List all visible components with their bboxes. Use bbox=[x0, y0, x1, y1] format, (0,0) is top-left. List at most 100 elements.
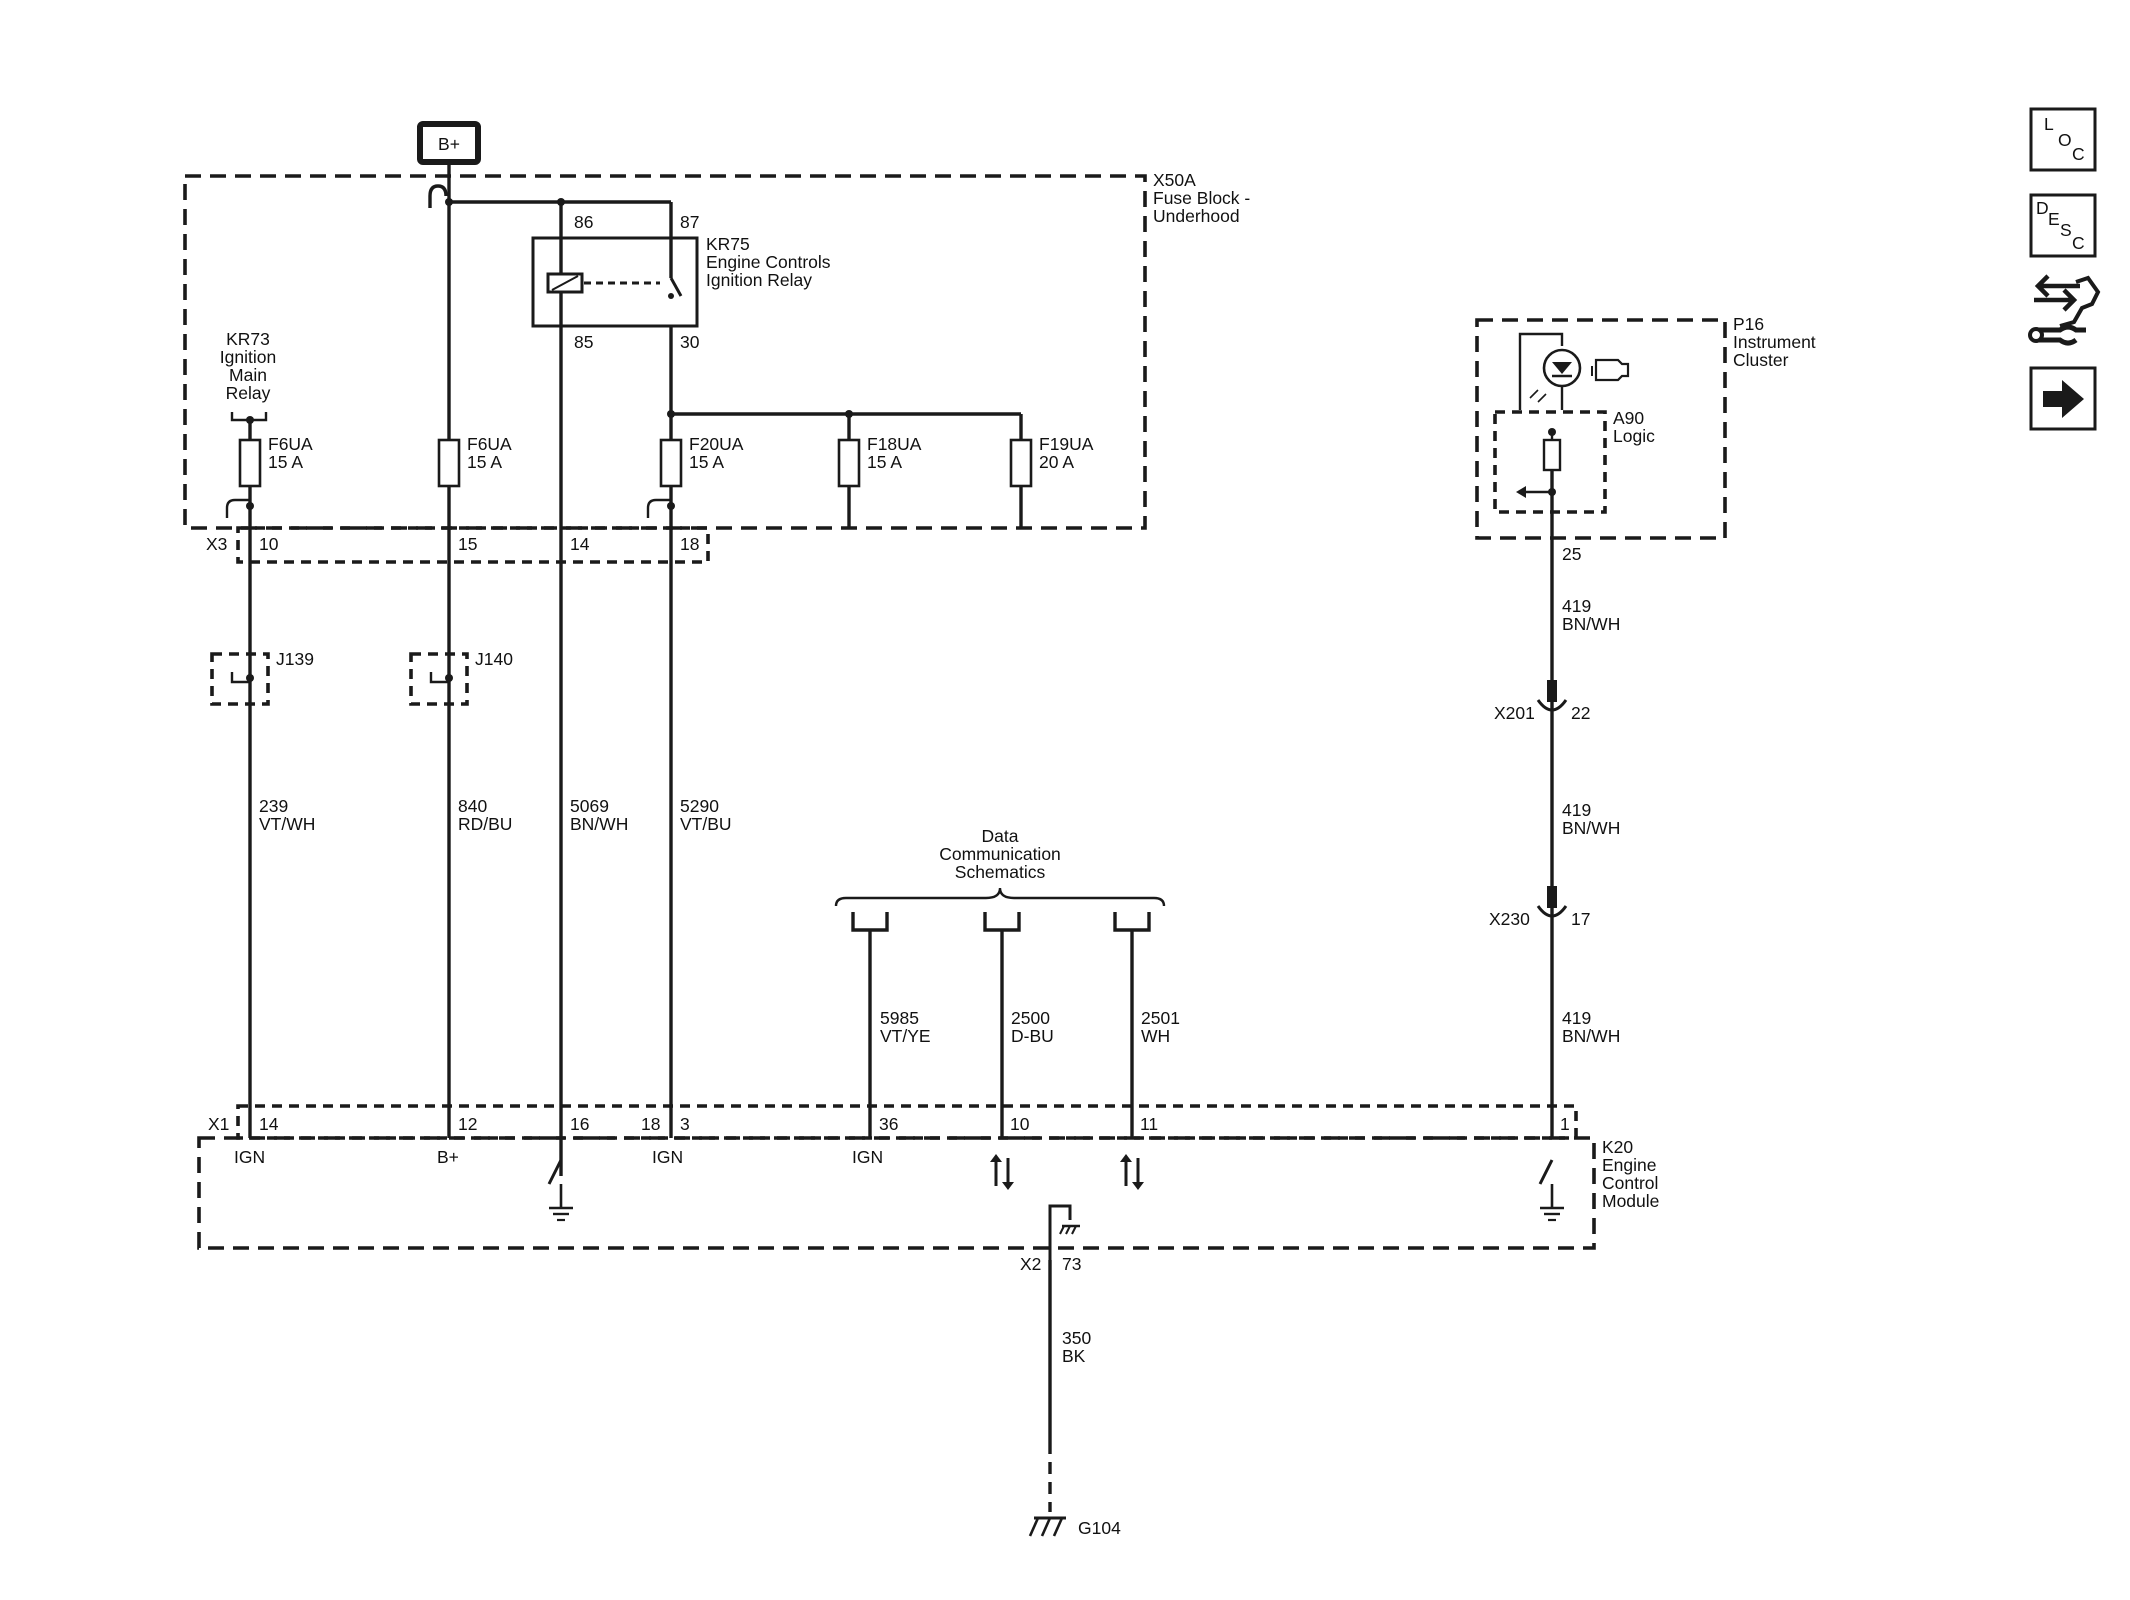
relay-kr75-id: KR75 bbox=[706, 234, 750, 254]
check-engine-lamp-icon bbox=[1529, 348, 1630, 410]
connector-pin: 17 bbox=[1571, 909, 1590, 929]
svg-text:S: S bbox=[2060, 220, 2072, 240]
instrument-cluster-outline bbox=[1475, 318, 1727, 540]
relay-kr75-name-2: Ignition Relay bbox=[706, 270, 812, 290]
connector-x1-outline bbox=[236, 1104, 1578, 1140]
splice-j140 bbox=[409, 652, 469, 706]
logic-module-outline bbox=[1493, 410, 1607, 514]
fuse-rating: 15 A bbox=[268, 452, 303, 472]
connector-pin: 22 bbox=[1571, 703, 1590, 723]
svg-text:L: L bbox=[2044, 114, 2054, 134]
wire-circuit: 2500 bbox=[1011, 1008, 1050, 1028]
data-comm-label: Data bbox=[982, 826, 1019, 846]
wire-circuit: 419 bbox=[1562, 1008, 1591, 1028]
fuse-rating: 15 A bbox=[867, 452, 902, 472]
connector-x1-id: X1 bbox=[208, 1114, 229, 1134]
fuse-block-id: X50A bbox=[1153, 170, 1196, 190]
ecm-name-2: Control bbox=[1602, 1173, 1658, 1193]
fuse-block-name: Fuse Block - bbox=[1153, 188, 1250, 208]
connector-pin: 10 bbox=[259, 534, 279, 554]
location-view-button[interactable]: L O C bbox=[2029, 107, 2097, 172]
fuse-f6ua-1 bbox=[238, 438, 262, 488]
wire-circuit: 419 bbox=[1562, 596, 1591, 616]
connector-x2-id: X2 bbox=[1020, 1254, 1041, 1274]
wire-circuit: 350 bbox=[1062, 1328, 1091, 1348]
wire-circuit: 2501 bbox=[1141, 1008, 1180, 1028]
inline-connector-x201 bbox=[1536, 680, 1568, 712]
wire-color: RD/BU bbox=[458, 814, 512, 834]
relay-kr73-name-3: Relay bbox=[226, 383, 271, 403]
fuse-rating: 15 A bbox=[467, 452, 502, 472]
connector-pin: 10 bbox=[1010, 1114, 1030, 1134]
ground-g104-label: G104 bbox=[1078, 1518, 1121, 1538]
svg-text:B+: B+ bbox=[438, 134, 460, 154]
wire-circuit: 5069 bbox=[570, 796, 609, 816]
connector-pin: 14 bbox=[570, 534, 590, 554]
wire-circuit: 5290 bbox=[680, 796, 719, 816]
relay-kr73-name-2: Main bbox=[229, 365, 267, 385]
ecm-name-3: Module bbox=[1602, 1191, 1659, 1211]
splice-j140-label: J140 bbox=[475, 649, 513, 669]
ecm-low-side-driver bbox=[547, 1159, 573, 1222]
wire-circuit: 5985 bbox=[880, 1008, 919, 1028]
cluster-name-2: Cluster bbox=[1733, 350, 1789, 370]
wire-color: VT/WH bbox=[259, 814, 315, 834]
fuse-block-name-2: Underhood bbox=[1153, 206, 1240, 226]
connector-x3-id: X3 bbox=[206, 534, 227, 554]
fuse-rating: 15 A bbox=[689, 452, 724, 472]
relay-kr73-name: Ignition bbox=[220, 347, 276, 367]
svg-text:C: C bbox=[2072, 233, 2085, 253]
svg-text:D: D bbox=[2036, 198, 2049, 218]
next-page-button[interactable] bbox=[2029, 366, 2097, 431]
arrow-right-icon bbox=[2043, 380, 2084, 418]
fuse-f18ua bbox=[837, 438, 861, 488]
relay-kr75-name: Engine Controls bbox=[706, 252, 831, 272]
fuse-label: F6UA bbox=[467, 434, 512, 454]
wire-color: BN/WH bbox=[570, 814, 628, 834]
ground-g104-icon bbox=[1028, 1516, 1066, 1537]
wire-color: D-BU bbox=[1011, 1026, 1054, 1046]
wire-color: VT/YE bbox=[880, 1026, 931, 1046]
fuse-label: F6UA bbox=[268, 434, 313, 454]
fuse-rating: 20 A bbox=[1039, 452, 1074, 472]
svg-text:O: O bbox=[2058, 130, 2072, 150]
fuse-f20ua bbox=[659, 438, 683, 488]
wire-color: BK bbox=[1062, 1346, 1086, 1366]
connector-pin: 18 bbox=[680, 534, 699, 554]
connector-pin: 15 bbox=[458, 534, 477, 554]
ecm-input-label: IGN bbox=[852, 1147, 883, 1167]
connector-pin: 73 bbox=[1062, 1254, 1081, 1274]
wire-circuit: 419 bbox=[1562, 800, 1591, 820]
ecm-input-label: IGN bbox=[234, 1147, 265, 1167]
connector-pin: 1 bbox=[1560, 1114, 1570, 1134]
connector-pin: 14 bbox=[259, 1114, 279, 1134]
connector-pin: 16 bbox=[570, 1114, 589, 1134]
logic-id: A90 bbox=[1613, 408, 1644, 428]
ecm-low-side-driver bbox=[1538, 1159, 1564, 1222]
connector-x201-id: X201 bbox=[1494, 703, 1535, 723]
ecm-input-label: B+ bbox=[437, 1147, 459, 1167]
ecm-input-label: IGN bbox=[652, 1147, 683, 1167]
wire-color: VT/BU bbox=[680, 814, 732, 834]
svg-text:C: C bbox=[2072, 144, 2085, 164]
ecm-chassis-ground bbox=[1048, 1204, 1080, 1260]
relay-kr73-id: KR73 bbox=[226, 329, 270, 349]
connector-pin: 36 bbox=[879, 1114, 898, 1134]
relay-pin-86: 86 bbox=[574, 212, 593, 232]
wire-color: BN/WH bbox=[1562, 614, 1620, 634]
fuse-block-outline bbox=[183, 174, 1147, 530]
data-comm-label-3: Schematics bbox=[955, 862, 1046, 882]
fuse-label: F18UA bbox=[867, 434, 922, 454]
wire-circuit: 840 bbox=[458, 796, 487, 816]
engine-control-module-outline bbox=[197, 1136, 1596, 1250]
ecm-name: Engine bbox=[1602, 1155, 1657, 1175]
connector-pin: 12 bbox=[458, 1114, 477, 1134]
inline-connector-x230 bbox=[1536, 886, 1568, 918]
connector-tool-icon[interactable] bbox=[2028, 274, 2101, 346]
relay-pin-85: 85 bbox=[574, 332, 593, 352]
ecm-id: K20 bbox=[1602, 1137, 1633, 1157]
connector-pin: 18 bbox=[641, 1114, 660, 1134]
connector-pin: 3 bbox=[680, 1114, 690, 1134]
description-view-button[interactable]: D E S C bbox=[2029, 193, 2097, 258]
